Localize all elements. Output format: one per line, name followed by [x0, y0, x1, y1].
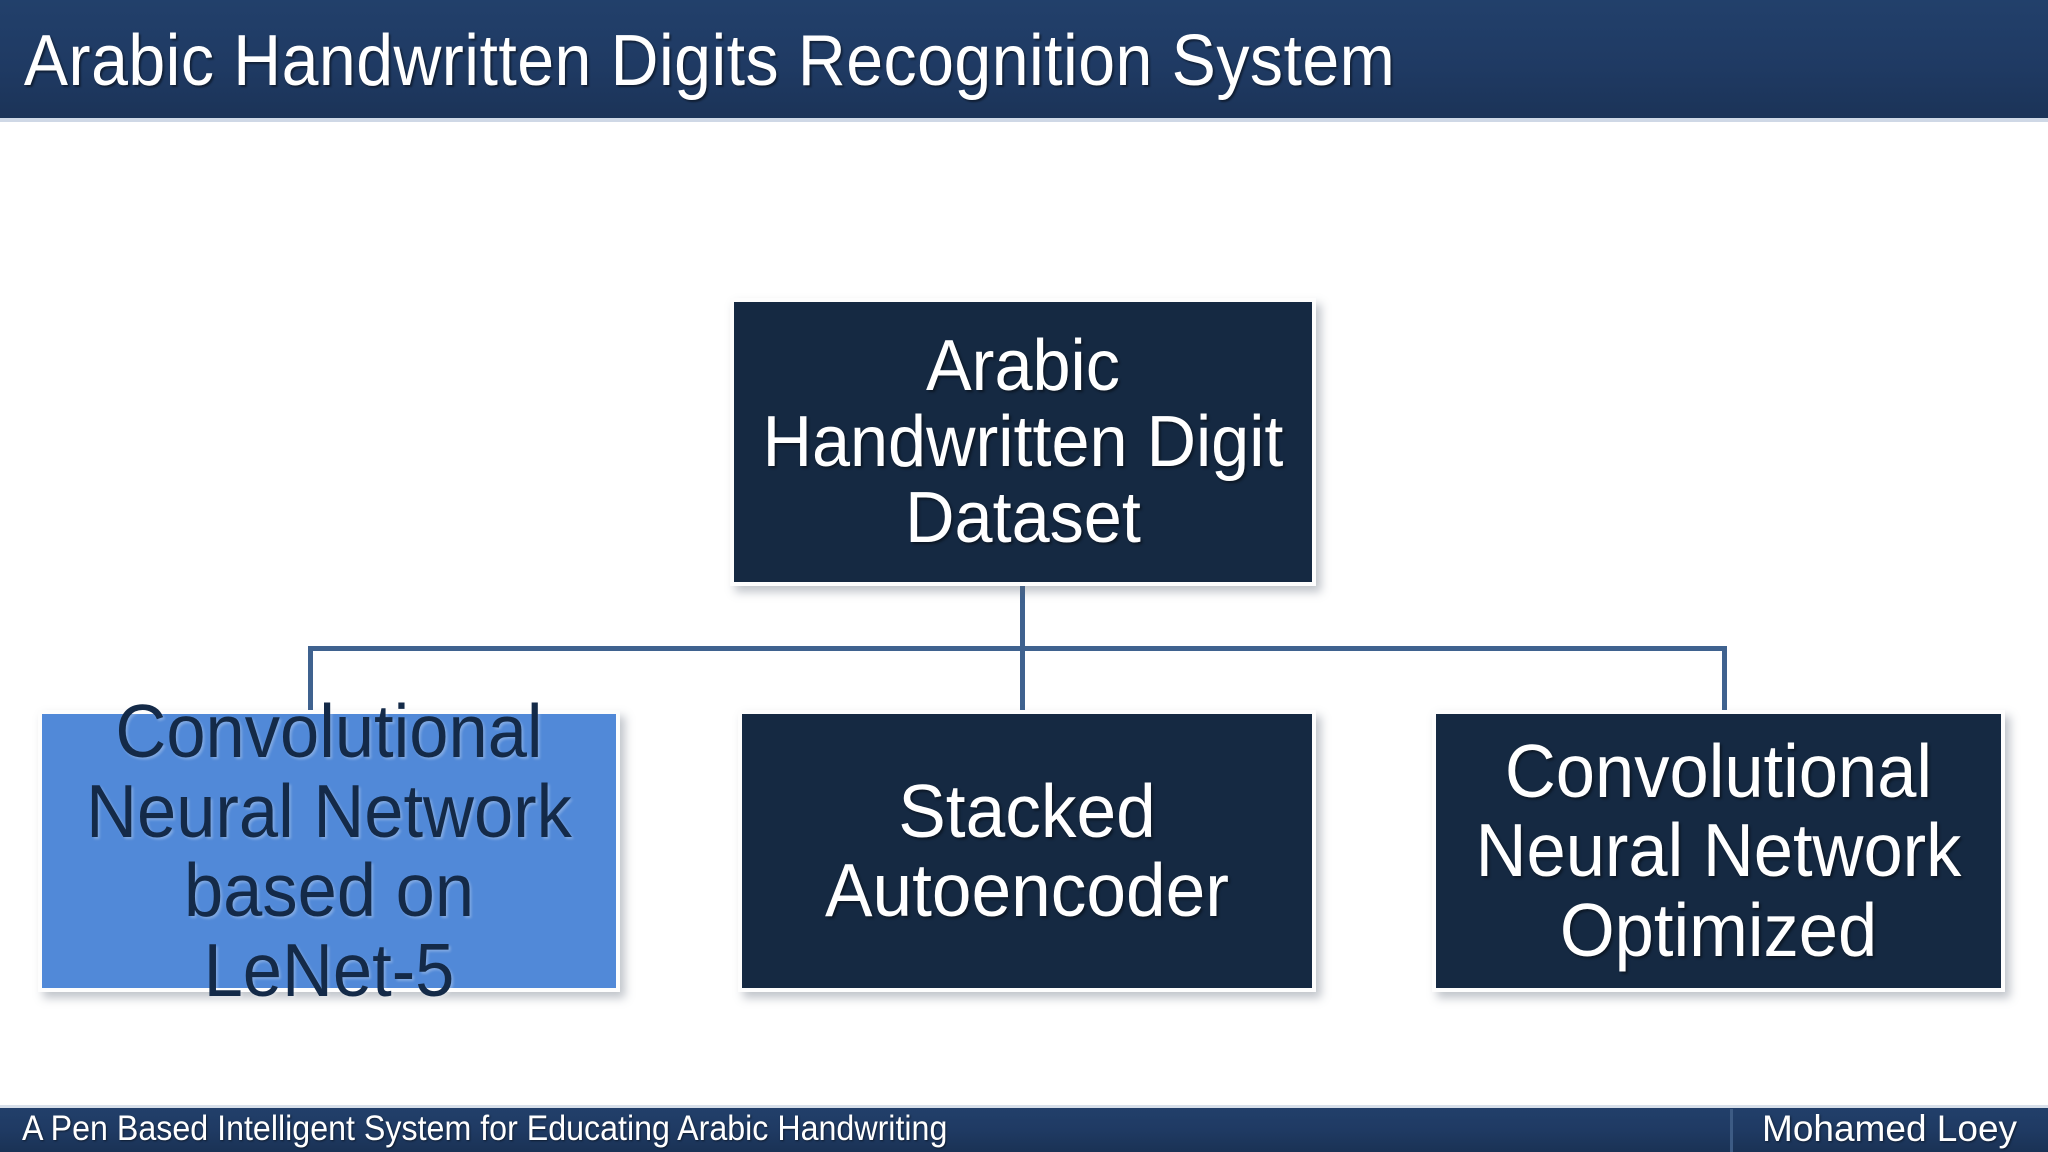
node-label: Convolutional Neural Network based on Le… — [86, 689, 572, 1012]
footer-divider — [1730, 1109, 1733, 1152]
node-label: Arabic Handwritten Digit Dataset — [762, 325, 1284, 559]
slide-title: Arabic Handwritten Digits Recognition Sy… — [23, 21, 1396, 101]
connector-root-stem — [1020, 586, 1025, 650]
node-cnn-optimized[interactable]: Convolutional Neural Network Optimized — [1432, 710, 2005, 992]
slide-footer-bar: A Pen Based Intelligent System for Educa… — [0, 1105, 2048, 1152]
connector-drop-left — [308, 646, 313, 712]
slide-title-bar: Arabic Handwritten Digits Recognition Sy… — [0, 0, 2048, 122]
connector-drop-middle — [1020, 646, 1025, 712]
node-label: Stacked Autoencoder — [824, 768, 1230, 932]
node-label: Convolutional Neural Network Optimized — [1475, 728, 1962, 972]
footer-author: Mohamed Loey — [1762, 1108, 2018, 1149]
connector-horizontal-bus — [308, 646, 1726, 651]
node-arabic-handwritten-digit-dataset[interactable]: Arabic Handwritten Digit Dataset — [730, 298, 1316, 586]
connector-drop-right — [1722, 646, 1727, 712]
node-cnn-lenet5[interactable]: Convolutional Neural Network based on Le… — [38, 691, 620, 1009]
footer-caption: A Pen Based Intelligent System for Educa… — [22, 1109, 948, 1148]
node-stacked-autoencoder[interactable]: Stacked Autoencoder — [738, 710, 1316, 992]
